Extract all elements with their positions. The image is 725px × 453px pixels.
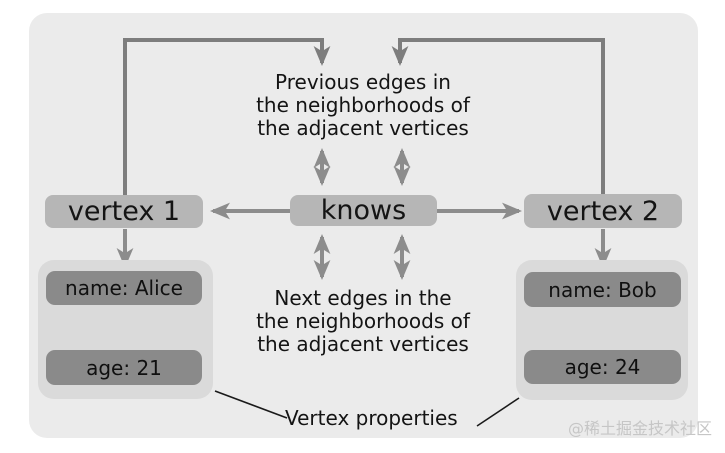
- previous-edges-note-line: the neighborhoods of: [256, 93, 470, 117]
- vertex-properties-label: Vertex properties: [285, 406, 458, 430]
- previous-edges-note: Previous edges in the neighborhoods of t…: [203, 71, 523, 140]
- next-edges-note-line: Next edges in the: [274, 286, 452, 310]
- previous-edges-note-line: Previous edges in: [275, 70, 451, 94]
- knows-edge-node: knows: [290, 195, 437, 226]
- next-edges-note-line: the adjacent vertices: [257, 332, 469, 356]
- vertex1-node: vertex 1: [45, 195, 203, 228]
- vertex2-age-property: age: 24: [524, 350, 681, 384]
- vertex2-node: vertex 2: [524, 194, 682, 228]
- next-edges-note-line: the neighborhoods of: [256, 309, 470, 333]
- vertex2-name-property: name: Bob: [524, 272, 681, 307]
- next-edges-note: Next edges in the the neighborhoods of t…: [203, 287, 523, 356]
- previous-edges-note-line: the adjacent vertices: [257, 116, 469, 140]
- watermark: @稀土掘金技术社区: [568, 419, 713, 438]
- vertex1-name-property: name: Alice: [46, 271, 202, 305]
- vertex1-age-property: age: 21: [46, 350, 202, 385]
